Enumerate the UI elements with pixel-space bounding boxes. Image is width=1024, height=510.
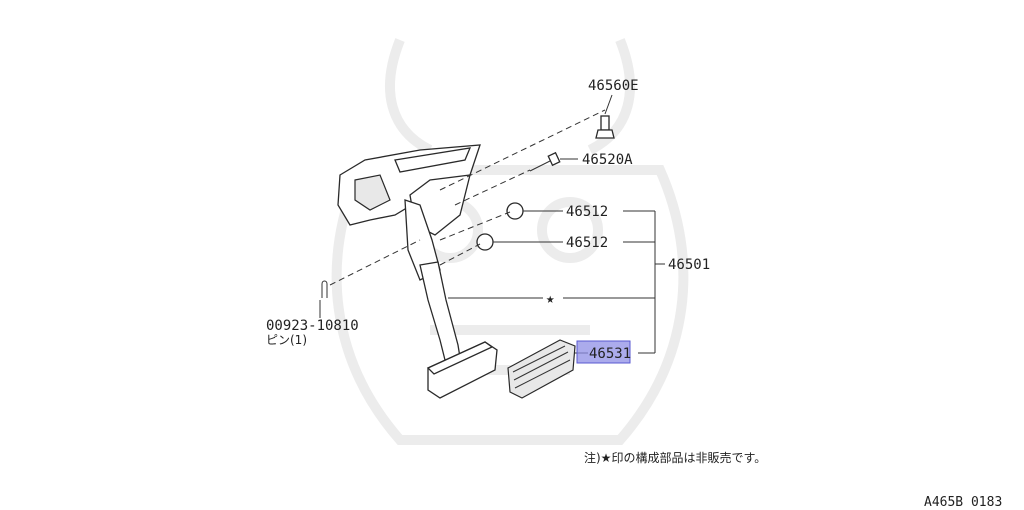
part-label-46501[interactable]: 46501 xyxy=(668,257,710,273)
bushing-upper-icon xyxy=(506,202,524,220)
star-marker-icon: ★ xyxy=(546,291,555,307)
pedal-pad-cover xyxy=(507,339,576,399)
part-label-46512-upper[interactable]: 46512 xyxy=(566,204,608,220)
bushing-lower-icon xyxy=(476,233,494,251)
part-label-46520a[interactable]: 46520A xyxy=(582,152,633,168)
footnote: 注)★印の構成部品は非販売です。 xyxy=(584,450,766,465)
pin-46520a-icon xyxy=(529,151,561,172)
pedal-pad xyxy=(426,341,498,399)
part-label-46560e[interactable]: 46560E xyxy=(588,78,639,94)
figure-code: A465B 0183 xyxy=(924,495,1002,510)
highlight-box xyxy=(576,340,631,364)
pedal-bracket xyxy=(337,144,481,281)
part-label-00923-10810[interactable]: 00923-10810 xyxy=(266,318,359,334)
part-note-00923: ピン(1) xyxy=(266,333,307,347)
part-label-46512-lower[interactable]: 46512 xyxy=(566,235,608,251)
pin-00923-icon xyxy=(321,280,328,298)
bolt-46560e-icon xyxy=(595,115,615,139)
part-label-46531[interactable]: 46531 xyxy=(589,346,631,362)
